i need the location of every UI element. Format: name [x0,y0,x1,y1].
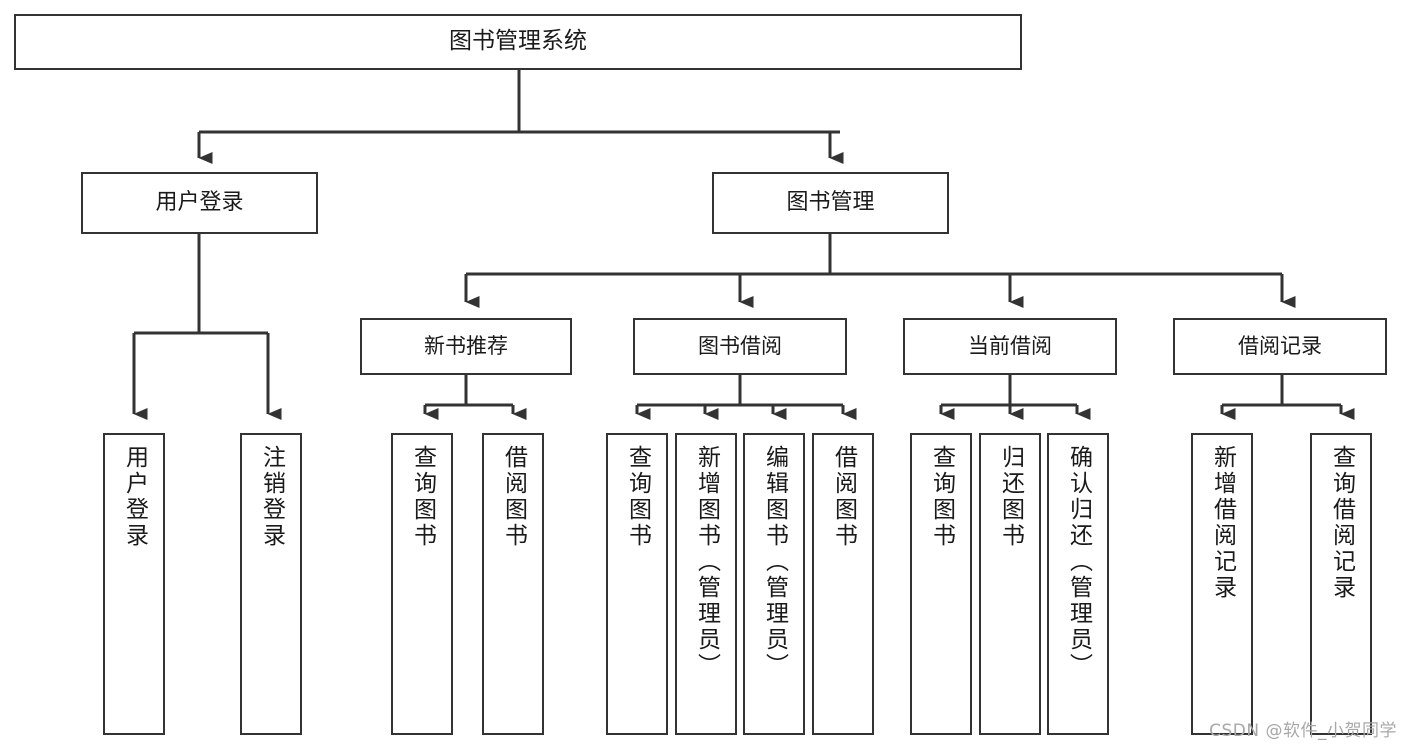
node-label: 新增图书（管理员） [693,445,720,679]
node-leaf-borrow-book-2[interactable]: 借阅图书 [812,433,874,735]
node-user-login[interactable]: 用户登录 [81,172,318,234]
node-label: 查询借阅记录 [1328,445,1355,601]
node-label: 借阅图书 [830,445,857,549]
node-label: 图书管理系统 [449,28,587,55]
node-current-borrow[interactable]: 当前借阅 [903,318,1117,375]
node-label: 查询图书 [624,445,651,549]
node-label: 借阅图书 [500,445,527,549]
node-label: 用户登录 [121,445,148,549]
node-label: 图书借阅 [698,334,782,359]
node-label: 新书推荐 [424,334,508,359]
node-borrow-record[interactable]: 借阅记录 [1173,318,1387,375]
node-label: 借阅记录 [1238,334,1322,359]
watermark-text: CSDN @软件_小贺同学 [1209,721,1397,741]
node-label: 用户登录 [155,190,244,216]
node-leaf-query-book-2[interactable]: 查询图书 [606,433,668,735]
node-leaf-logout[interactable]: 注销登录 [240,433,302,735]
node-label: 归还图书 [997,445,1024,549]
node-book-borrow[interactable]: 图书借阅 [633,318,847,375]
node-leaf-query-book-1[interactable]: 查询图书 [391,433,453,735]
node-leaf-user-login[interactable]: 用户登录 [103,433,165,735]
node-root-system[interactable]: 图书管理系统 [14,14,1022,70]
node-leaf-query-record[interactable]: 查询借阅记录 [1310,433,1372,735]
node-leaf-edit-book[interactable]: 编辑图书（管理员） [743,433,805,735]
node-new-book-recommend[interactable]: 新书推荐 [360,318,572,375]
node-label: 查询图书 [409,445,436,549]
node-leaf-add-record[interactable]: 新增借阅记录 [1191,433,1253,735]
node-label: 新增借阅记录 [1209,445,1236,601]
node-leaf-return-book[interactable]: 归还图书 [979,433,1041,735]
node-label: 图书管理 [786,190,875,216]
node-label: 编辑图书（管理员） [761,445,788,679]
node-label: 查询图书 [928,445,955,549]
node-leaf-query-book-3[interactable]: 查询图书 [910,433,972,735]
node-leaf-add-book[interactable]: 新增图书（管理员） [675,433,737,735]
node-book-manage[interactable]: 图书管理 [712,172,949,234]
node-leaf-confirm-return[interactable]: 确认归还（管理员） [1047,433,1109,735]
node-label: 当前借阅 [968,334,1052,359]
node-label: 注销登录 [258,445,285,549]
node-label: 确认归还（管理员） [1065,445,1092,679]
node-leaf-borrow-book-1[interactable]: 借阅图书 [482,433,544,735]
